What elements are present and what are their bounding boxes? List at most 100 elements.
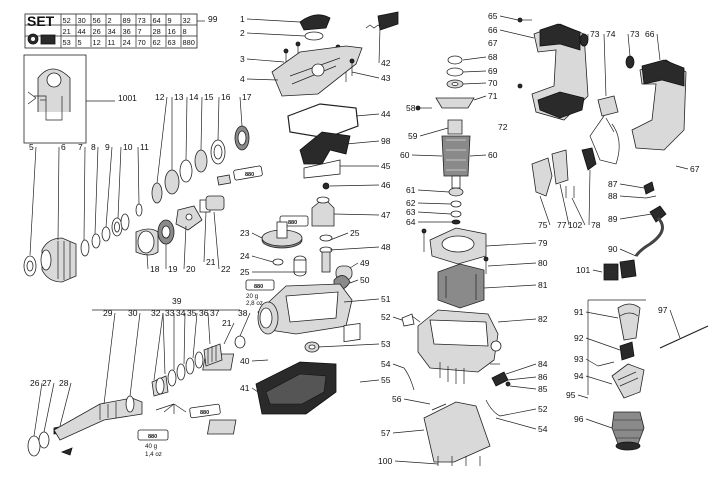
part-label-21b: 21 — [222, 318, 232, 328]
part-label-20: 20 — [186, 264, 196, 274]
leader-line-78 — [588, 169, 591, 226]
set-cell: 26 — [93, 27, 101, 36]
set-cell: 56 — [93, 16, 101, 25]
leader-line-24 — [251, 255, 274, 263]
part-label-32: 32 — [151, 308, 161, 318]
part-label-1: 1 — [240, 14, 245, 24]
grease-tube-5-label: 880 — [200, 410, 209, 416]
leader-line-89 — [619, 213, 653, 220]
leader-line-25b — [329, 232, 349, 241]
part-label-91: 91 — [574, 307, 584, 317]
set-cell: 64 — [153, 16, 161, 25]
top-cover-assembly — [271, 11, 399, 190]
leader-line-74 — [603, 33, 607, 97]
set-cell: 63 — [168, 38, 176, 47]
part-label-29: 29 — [103, 308, 113, 318]
leader-line-3 — [246, 58, 285, 63]
part-label-7: 7 — [78, 142, 83, 152]
part-label-61: 61 — [406, 185, 416, 195]
set-cell: 21 — [63, 27, 71, 36]
part-label-4: 4 — [240, 74, 245, 84]
part-label-9: 9 — [105, 142, 110, 152]
part-label-19: 19 — [168, 264, 178, 274]
part-label-52: 52 — [381, 312, 391, 322]
leader-line-49 — [349, 262, 359, 269]
part-label-42: 42 — [381, 58, 391, 68]
part-label-72: 72 — [498, 122, 508, 132]
leader-line-2 — [246, 32, 306, 37]
part-label-15: 15 — [204, 92, 214, 102]
part-label-74: 74 — [606, 29, 616, 39]
part-label-51: 51 — [381, 294, 391, 304]
part-label-38: 38 — [238, 308, 248, 318]
leader-line-44 — [355, 113, 380, 117]
leader-line-60 — [411, 154, 443, 157]
set-cell: 5 — [78, 38, 82, 47]
leader-line-51 — [343, 298, 380, 303]
leader-line-63 — [417, 211, 452, 215]
grease-tube-1-label: 880 — [245, 172, 254, 178]
set-cell: 30 — [78, 16, 86, 25]
part-label-81: 81 — [538, 280, 548, 290]
part-label-18: 18 — [150, 264, 160, 274]
leader-line-54b — [495, 417, 537, 430]
set-cell: 2 — [108, 16, 112, 25]
part-label-49: 49 — [360, 258, 370, 268]
leader-line-98 — [345, 140, 380, 145]
part-label-43: 43 — [381, 73, 391, 83]
part-label-88: 88 — [608, 191, 618, 201]
grease-amount-c: 40 g — [145, 443, 158, 450]
leader-line-80 — [487, 262, 537, 267]
leader-line-17 — [239, 96, 243, 127]
grease-amount-a: 20 g — [246, 293, 259, 300]
leader-line-71 — [473, 95, 487, 101]
part-label-33: 33 — [165, 308, 175, 318]
leader-line-100 — [394, 460, 439, 465]
leader-line-85 — [509, 385, 537, 390]
part-label-46: 46 — [381, 180, 391, 190]
leader-line-87 — [619, 183, 645, 189]
part-label-14: 14 — [189, 92, 199, 102]
leader-line-82 — [497, 318, 537, 323]
leader-line-88 — [619, 195, 647, 199]
part-label-97: 97 — [658, 305, 668, 315]
leader-line-66b — [656, 33, 661, 61]
grease-tube-3-label: 880 — [254, 284, 263, 290]
leader-line-56 — [403, 398, 431, 405]
part-label-68: 68 — [488, 52, 498, 62]
leader-line-75 — [539, 195, 551, 226]
part-label-71: 71 — [488, 91, 498, 101]
leader-line-27 — [43, 382, 55, 433]
leader-line-30 — [129, 312, 141, 397]
leader-line-57 — [392, 429, 425, 434]
part-label-73: 73 — [590, 29, 600, 39]
part-label-60: 60 — [400, 150, 410, 160]
leader-line-92 — [585, 337, 621, 351]
leader-line-69 — [462, 70, 487, 73]
part-label-69: 69 — [488, 66, 498, 76]
part-label-48: 48 — [381, 242, 391, 252]
leader-line-8 — [94, 146, 99, 235]
leader-line-47 — [333, 213, 380, 216]
leader-line-84 — [505, 363, 537, 375]
set-cell: 28 — [153, 27, 161, 36]
leader-line-15 — [200, 96, 203, 151]
lower-housing — [202, 322, 361, 435]
leader-line-20 — [183, 225, 187, 270]
part-label-57: 57 — [381, 428, 391, 438]
leader-line-26 — [33, 382, 43, 437]
set-cell: 8 — [183, 27, 187, 36]
part-label-5: 5 — [29, 142, 34, 152]
part-label-35: 35 — [187, 308, 197, 318]
part-label-50: 50 — [360, 275, 370, 285]
part-label-52b: 52 — [538, 404, 548, 414]
leader-line-93 — [585, 358, 599, 367]
leader-line-86 — [507, 376, 537, 381]
lower-left-parts — [135, 195, 225, 256]
part-label-24: 24 — [240, 251, 250, 261]
part-label-79: 79 — [538, 238, 548, 248]
set-cell: 12 — [93, 38, 101, 47]
set-title: SET — [27, 13, 55, 29]
